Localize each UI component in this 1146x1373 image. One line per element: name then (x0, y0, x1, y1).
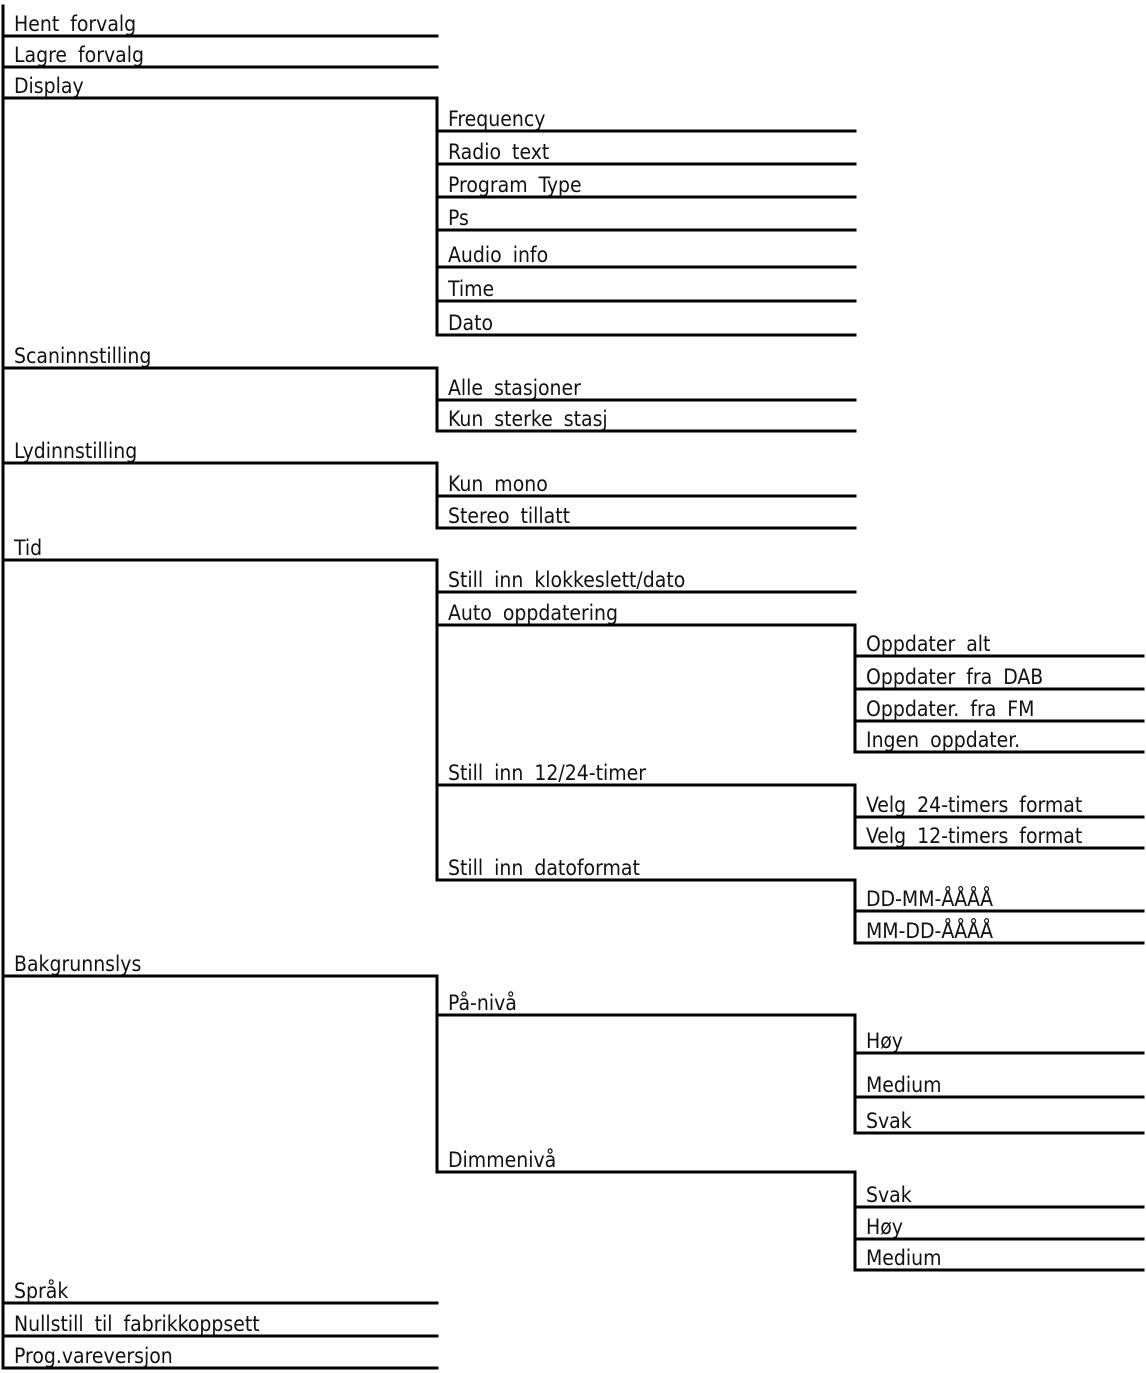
menu-item-oppdater-alt: Oppdater alt (866, 632, 990, 656)
menu-item-stereo-tillatt: Stereo tillatt (448, 504, 570, 528)
menu-item-kun-sterke-stasj: Kun sterke stasj (448, 407, 608, 431)
menu-item-radio-text: Radio text (448, 140, 549, 164)
menu-item-bakgrunnslys: Bakgrunnslys (14, 952, 141, 976)
menu-item-velg-12-timers-format: Velg 12-timers format (866, 824, 1082, 848)
menu-item-nullstill-til-fabrikkoppsett: Nullstill til fabrikkoppsett (14, 1312, 260, 1336)
menu-item-ps: Ps (448, 206, 469, 230)
menu-item-h-y: Høy (866, 1215, 903, 1239)
menu-item-medium: Medium (866, 1246, 942, 1270)
menu-item-velg-24-timers-format: Velg 24-timers format (866, 793, 1082, 817)
menu-item-svak: Svak (866, 1183, 912, 1207)
menu-item-alle-stasjoner: Alle stasjoner (448, 376, 581, 400)
menu-item-display: Display (14, 74, 84, 98)
menu-item-lydinnstilling: Lydinnstilling (14, 439, 137, 463)
menu-item-ingen-oppdater: Ingen oppdater. (866, 728, 1020, 752)
menu-item-oppdater-fra-fm: Oppdater. fra FM (866, 697, 1034, 721)
menu-item-auto-oppdatering: Auto oppdatering (448, 601, 618, 625)
menu-item-frequency: Frequency (448, 107, 545, 131)
menu-item-dato: Dato (448, 311, 493, 335)
menu-item-svak: Svak (866, 1109, 912, 1133)
menu-item-still-inn-12-24-timer: Still inn 12/24-timer (448, 761, 646, 785)
tree-lines (1, 4, 1145, 1370)
menu-item-medium: Medium (866, 1073, 942, 1097)
menu-item-program-type: Program Type (448, 173, 582, 197)
menu-item-prog-vareversjon: Prog.vareversjon (14, 1344, 173, 1368)
menu-item-pa-niva: På-nivå (448, 990, 517, 1015)
menu-item-dimmeniva: Dimmenivå (448, 1147, 556, 1172)
menu-item-time: Time (447, 277, 494, 301)
menu-item-still-inn-datoformat: Still inn datoformat (448, 856, 640, 880)
menu-item-oppdater-fra-dab: Oppdater fra DAB (866, 665, 1043, 689)
menu-item-audio-info: Audio info (448, 243, 548, 267)
menu-item-sprak: Språk (14, 1278, 68, 1303)
menu-item-still-inn-klokkeslett-dato: Still inn klokkeslett/dato (448, 568, 685, 592)
menu-item-kun-mono: Kun mono (448, 472, 548, 496)
menu-item-scaninnstilling: Scaninnstilling (14, 344, 151, 368)
menu-item-dd-mm-aaaa: DD-MM-ÅÅÅÅ (866, 885, 993, 911)
menu-item-h-y: Høy (866, 1029, 903, 1053)
menu-item-hent-forvalg: Hent forvalg (14, 12, 136, 36)
menu-item-tid: Tid (13, 536, 42, 560)
menu-item-lagre-forvalg: Lagre forvalg (14, 43, 144, 67)
menu-item-mm-dd-aaaa: MM-DD-ÅÅÅÅ (866, 917, 993, 943)
